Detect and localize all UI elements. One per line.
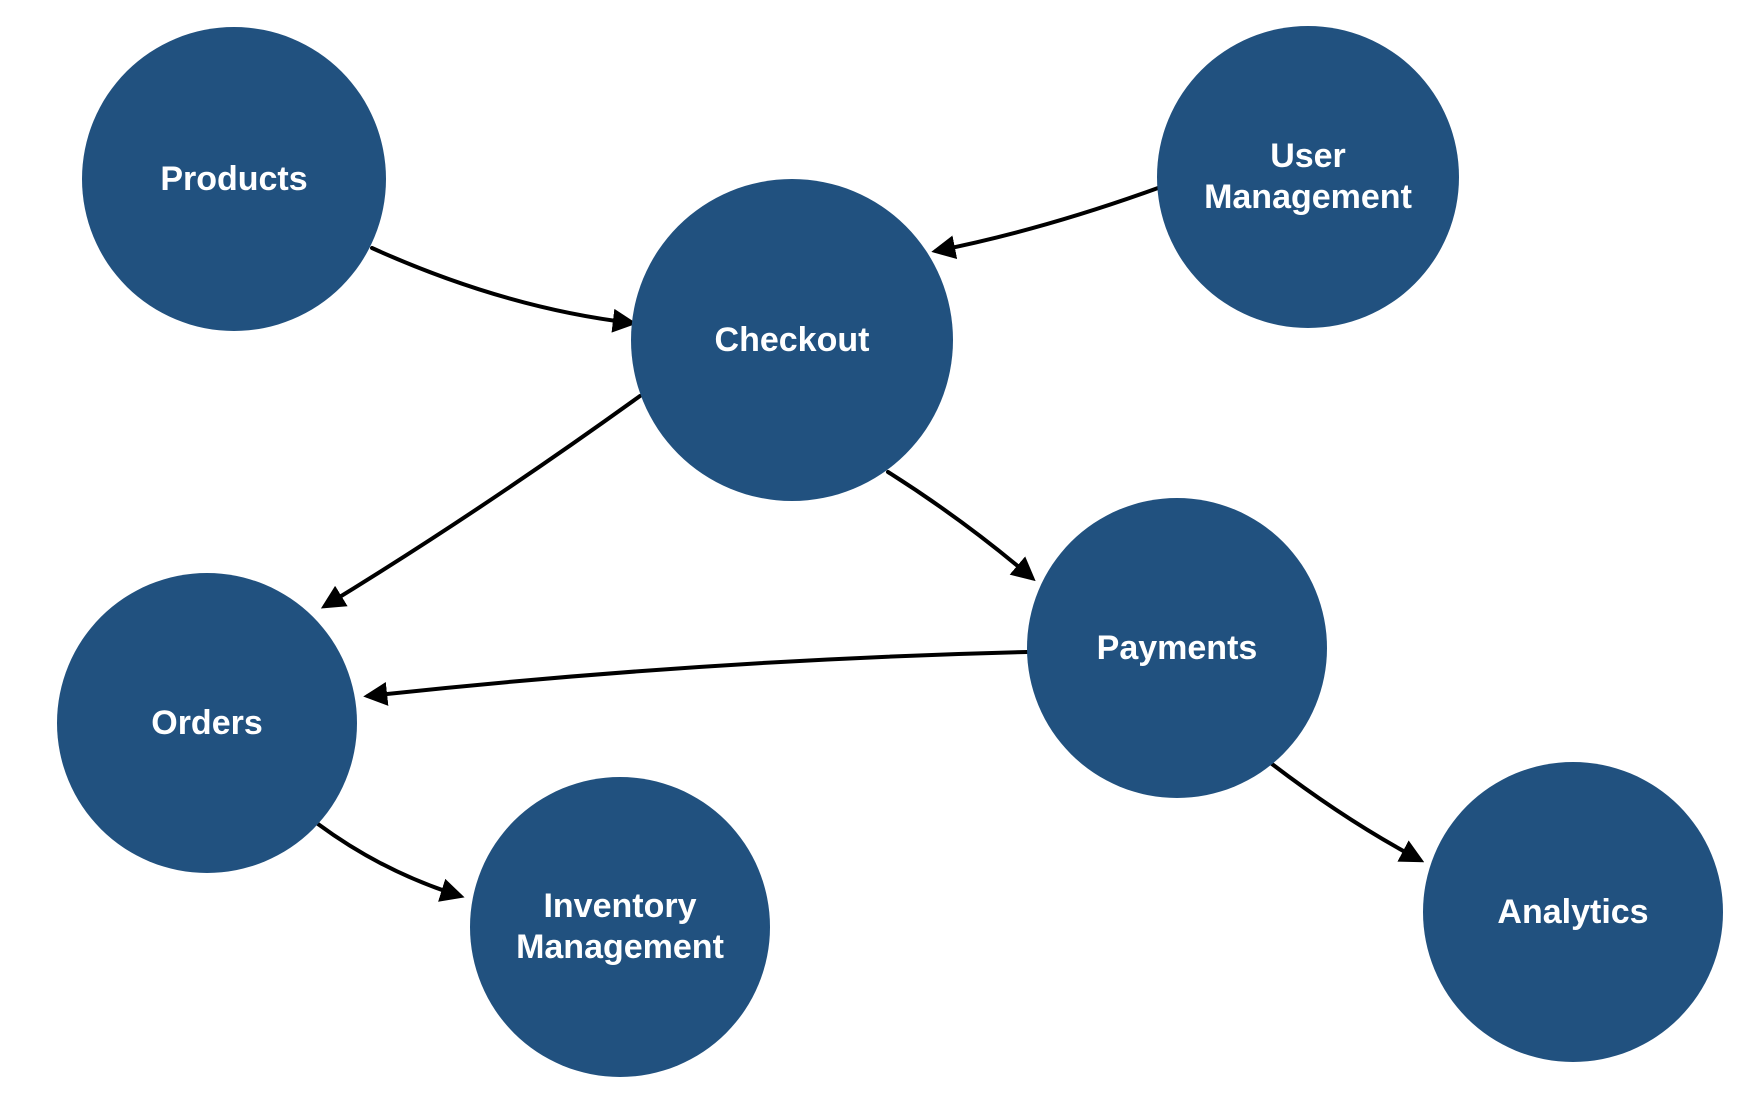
node-user-management-label: User Management — [1204, 137, 1412, 216]
node-checkout: Checkout — [631, 179, 953, 501]
node-checkout-label: Checkout — [714, 320, 870, 359]
edge-orders-to-inventory-management — [316, 822, 465, 902]
node-products-label: Products — [160, 159, 308, 198]
node-inventory-management-label: Inventory Management — [516, 887, 724, 966]
edge-checkout-to-orders — [320, 394, 642, 609]
node-payments-label: Payments — [1096, 628, 1258, 667]
edge-user-management-to-checkout — [931, 186, 1160, 260]
edge-products-to-checkout — [370, 246, 637, 333]
node-analytics: Analytics — [1423, 762, 1723, 1062]
edge-checkout-to-payments — [886, 470, 1036, 582]
node-orders-label: Orders — [151, 703, 263, 742]
node-user-management: User Management — [1157, 26, 1459, 328]
node-products: Products — [82, 27, 386, 331]
node-analytics-label: Analytics — [1497, 892, 1649, 931]
edge-payments-to-orders — [363, 650, 1029, 706]
node-orders: Orders — [57, 573, 357, 873]
edge-payments-to-analytics — [1270, 762, 1425, 863]
node-payments: Payments — [1027, 498, 1327, 798]
node-inventory-management: Inventory Management — [470, 777, 770, 1077]
